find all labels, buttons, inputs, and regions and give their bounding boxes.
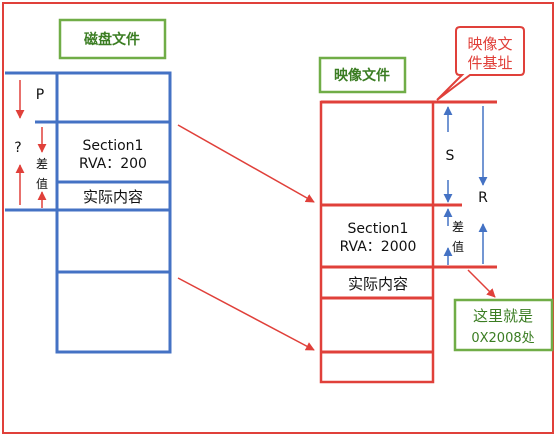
- image-section-name: Section1: [348, 221, 409, 237]
- outer-frame: [2, 2, 554, 434]
- map-arrow-content-end: [177, 277, 315, 351]
- image-label: 映像文件: [334, 67, 390, 84]
- disk-label-box: [58, 18, 167, 60]
- disk-p-label: P: [36, 87, 44, 103]
- image-label-box: [318, 56, 407, 94]
- disk-section-name: Section1: [83, 138, 144, 154]
- image-r-label: R: [478, 190, 488, 206]
- image-s-label: S: [446, 148, 455, 164]
- disk-label: 磁盘文件: [84, 31, 140, 48]
- image-base-callout-line-2: 件基址: [467, 54, 512, 72]
- target-callout-line-1: 这里就是: [473, 307, 533, 325]
- disk-diff-char-2: 值: [36, 176, 48, 191]
- disk-question-mark: ?: [14, 140, 21, 156]
- target-callout-box: [453, 298, 554, 352]
- image-section-rva: RVA：2000: [340, 239, 417, 255]
- target-callout-line-2: 0X2008处: [471, 331, 534, 346]
- image-base-callout-line-1: 映像文: [467, 35, 512, 53]
- target-pointer-arrow: [467, 269, 496, 298]
- disk-content-label: 实际内容: [83, 188, 143, 206]
- image-content-label: 实际内容: [348, 275, 408, 293]
- disk-diff-char-1: 差: [36, 157, 48, 171]
- disk-file-box: [55, 71, 172, 354]
- disk-section-rva: RVA：200: [79, 156, 147, 172]
- image-base-callout: [436, 26, 525, 101]
- map-arrow-section: [177, 124, 315, 203]
- image-diff-char-1: 差: [452, 220, 464, 234]
- image-diff-char-2: 值: [452, 239, 464, 254]
